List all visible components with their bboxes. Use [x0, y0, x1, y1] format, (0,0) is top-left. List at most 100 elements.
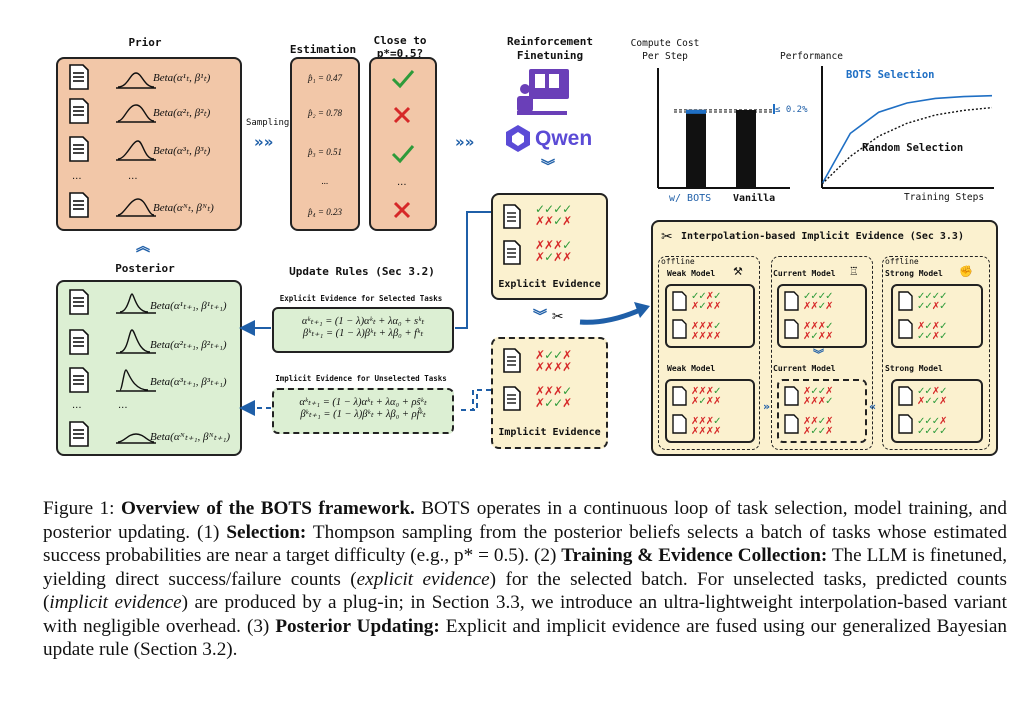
- perf-title: Performance: [780, 51, 843, 62]
- current-bottom-marks: ✗✓✓✗✗✗✗✓✗✗✓✗✗✓✓✗: [803, 386, 834, 437]
- posterior-beta-2: Beta(α²ₜ₊₁, β²ₜ₊₁): [150, 339, 227, 351]
- document-icon: [898, 319, 913, 339]
- weak-bottom-marks: ✗✗✗✓✗✓✗✗✗✗✗✓✗✗✗✗: [691, 386, 722, 437]
- prior-beta-2: Beta(α²ₜ, β²ₜ): [153, 107, 211, 119]
- implicit-eq-1: αᵏₜ₊₁ = (1 − λ)αᵏₜ + λα₀ + ρŝᵏₜ: [299, 397, 427, 408]
- prior-panel: Beta(α¹ₜ, β¹ₜ) Beta(α²ₜ, β²ₜ) Beta(α³ₜ, …: [56, 57, 242, 231]
- strong-bottom-marks: ✓✓✗✓✗✓✓✗✓✓✓✗✓✓✓✓: [917, 386, 948, 437]
- caption-selection: Selection:: [226, 521, 307, 543]
- teacher-board-icon: [517, 69, 569, 115]
- rl-title-1: Reinforcement: [506, 35, 594, 48]
- prior-beta-n: Beta(αᴺₜ, βᴺₜ): [153, 202, 214, 214]
- estimate-ellipsis: ...: [321, 176, 329, 186]
- prior-beta-1: Beta(α¹ₜ, β¹ₜ): [153, 72, 211, 84]
- caption-text-5: ) are produced by a plug-in; in Section …: [43, 592, 1007, 637]
- cost-bar-highlight: [686, 109, 706, 114]
- curved-arrow-icon: [579, 302, 650, 325]
- current-model-label-2: Current Model: [773, 364, 836, 373]
- caption-text-4: ) for the selected batch. For unselected…: [43, 568, 1007, 614]
- sampling-label: Sampling: [246, 118, 290, 128]
- prior-ellipsis-1: ...: [72, 171, 82, 182]
- strong-model-icon: ✊: [959, 265, 973, 278]
- cost-title-1: Compute Cost: [630, 38, 700, 49]
- posterior-docs: [69, 289, 156, 447]
- caption-implicit: implicit evidence: [49, 592, 182, 613]
- document-icon: [784, 319, 799, 339]
- right-chevrons-icon: »: [763, 400, 771, 413]
- update-rules-title: Update Rules (Sec 3.2): [289, 265, 435, 278]
- cross-icon: [393, 106, 411, 124]
- perf-series-bots: BOTS Selection: [846, 69, 935, 81]
- document-icon: [898, 291, 913, 311]
- connector-arrows: [239, 211, 491, 416]
- caption-fig: Figure 1:: [43, 498, 115, 519]
- interp-panel: ✂ Interpolation-based Implicit Evidence …: [651, 220, 998, 456]
- posterior-beta-n: Beta(αᴺₜ₊₁, βᴺₜ₊₁): [150, 431, 231, 443]
- caption-bold-title: Overview of the BOTS framework.: [120, 498, 415, 519]
- beta-curve-icon: [119, 329, 151, 353]
- cost-bar-1: [686, 109, 706, 188]
- beta-curve-icon: [117, 72, 155, 88]
- implicit-marks-2: ✗✗✗✓✗✓✓✗: [535, 384, 572, 410]
- strong-top-box: [891, 284, 983, 348]
- check-icon: [391, 145, 415, 164]
- implicit-marks-1: ✗✓✓✗✗✗✗✗: [535, 348, 572, 374]
- beta-curve-icon: [117, 104, 155, 122]
- posterior-ellipsis-1: ...: [72, 400, 82, 411]
- cost-bar-2: [736, 110, 756, 188]
- estimate-4: p̂₄ = 0.23: [308, 207, 342, 217]
- offline-weak-col: [658, 256, 760, 450]
- weak-bottom-box: [665, 379, 755, 443]
- current-top-marks: ✓✓✓✓✗✗✓✗✗✗✗✓✗✓✗✗: [803, 291, 834, 342]
- prior-beta-3: Beta(α³ₜ, β³ₜ): [153, 145, 211, 157]
- qwen-logo-icon: [506, 125, 530, 152]
- prior-ellipsis-2: ...: [128, 171, 138, 182]
- posterior-panel: Beta(α¹ₜ₊₁, β¹ₜ₊₁) Beta(α²ₜ₊₁, β²ₜ₊₁) Be…: [56, 280, 242, 456]
- strong-top-marks: ✓✓✓✓✓✓✗✓✗✓✗✓✓✓✗✓: [917, 291, 948, 342]
- current-bottom-box: [777, 379, 867, 443]
- caption-text-6: Explicit and implicit evidence are fused…: [43, 615, 1007, 661]
- caption-explicit: explicit evidence: [356, 568, 490, 590]
- perf-series-random: Random Selection: [862, 142, 964, 154]
- cost-cat-2: Vanilla: [733, 193, 776, 204]
- perf-line-random: [821, 106, 993, 185]
- arrow-chevrons-icon: »»: [455, 133, 475, 151]
- strong-model-label-2: Strong Model: [885, 364, 943, 373]
- rl-title-2: Finetuning: [516, 49, 584, 62]
- down-chevron-icon: ︾: [813, 348, 824, 361]
- up-chevron-icon: ︽: [136, 239, 150, 255]
- down-chevron-tools-icon: ︾ ✂: [533, 309, 564, 325]
- estimate-1: p̂₁ = 0.47: [308, 73, 342, 83]
- estimate-3: p̂₃ = 0.51: [308, 147, 342, 157]
- estimate-2: p̂₂ = 0.78: [308, 108, 342, 118]
- weak-model-icon: ⚒: [733, 265, 743, 278]
- explicit-eq-2: βᵏₜ₊₁ = (1 − λ)βᵏₜ + λβ₀ + fᵏₜ: [302, 328, 424, 339]
- perf-chart: [821, 66, 994, 189]
- document-icon: [784, 386, 799, 406]
- implicit-update-box: αᵏₜ₊₁ = (1 − λ)αᵏₜ + λα₀ + ρŝᵏₜ βᵏₜ₊₁ = …: [272, 388, 454, 434]
- document-icon: [672, 319, 687, 339]
- caption-text-3: The LLM is finetuned, yielding direct su…: [43, 545, 1007, 590]
- left-chevrons-icon: «: [869, 400, 877, 413]
- cross-icon: [393, 201, 411, 219]
- beta-curve-icon: [119, 369, 149, 391]
- current-col: [771, 256, 873, 450]
- weak-top-marks: ✓✓✗✓✗✓✗✗✗✗✗✓✗✗✗✗: [691, 291, 722, 342]
- explicit-docs: [503, 204, 521, 265]
- close-marks: ...: [391, 70, 415, 219]
- interp-docs: [672, 291, 913, 434]
- strong-bottom-box: [891, 379, 983, 443]
- posterior-title: Posterior: [115, 262, 175, 275]
- explicit-eq-1: αᵏₜ₊₁ = (1 − λ)αᵏₜ + λα₀ + sᵏₜ: [301, 316, 425, 327]
- posterior-beta-1: Beta(α¹ₜ₊₁, β¹ₜ₊₁): [150, 300, 227, 312]
- offline-label-2: offline: [885, 257, 919, 266]
- offline-strong-col: [882, 256, 990, 450]
- weak-top-box: [665, 284, 755, 348]
- caption-posterior: Posterior Updating:: [275, 615, 440, 637]
- beta-curve-icon: [117, 198, 155, 216]
- close-ellipsis: ...: [397, 177, 407, 188]
- weak-model-label-1: Weak Model: [667, 269, 716, 278]
- explicit-evidence-box: ✓✓✓✓✗✗✓✗ ✗✗✗✓✗✓✗✗ Explicit Evidence: [491, 193, 608, 300]
- down-chevron-icon: ︾: [541, 159, 555, 175]
- document-icon: [672, 291, 687, 311]
